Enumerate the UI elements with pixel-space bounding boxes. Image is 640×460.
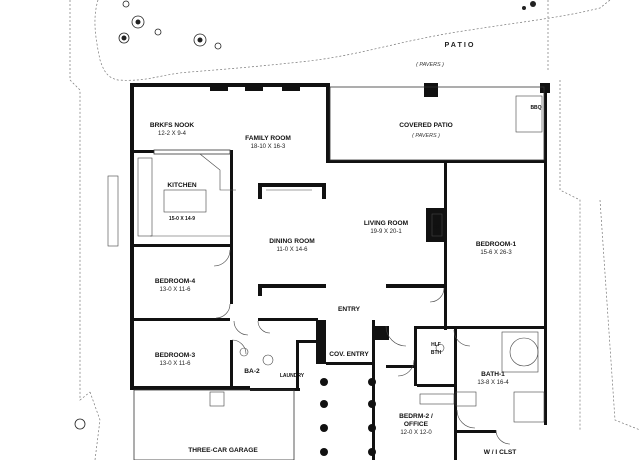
walk-in-closet-label: W / I CLST xyxy=(484,449,517,456)
yard-outline xyxy=(69,0,640,460)
svg-text:DINING ROOM: DINING ROOM xyxy=(269,238,315,245)
svg-text:KITCHEN: KITCHEN xyxy=(167,182,197,189)
svg-text:12-0 X 12-0: 12-0 X 12-0 xyxy=(400,430,432,436)
fireplace-label: FP xyxy=(433,225,440,231)
svg-text:W / I CLST: W / I CLST xyxy=(484,449,517,456)
door-swings xyxy=(213,249,511,445)
svg-text:( PAVERS ): ( PAVERS ) xyxy=(416,62,444,68)
fixtures xyxy=(107,86,545,460)
svg-text:HLF: HLF xyxy=(431,342,441,348)
shrub-icon xyxy=(74,0,222,430)
svg-text:PATIO: PATIO xyxy=(445,40,476,49)
svg-text:OFFICE: OFFICE xyxy=(404,421,429,428)
svg-text:FAMILY ROOM: FAMILY ROOM xyxy=(245,135,291,142)
entry-columns xyxy=(320,378,376,456)
shrub-icon xyxy=(121,1,536,43)
svg-text:BATH-1: BATH-1 xyxy=(481,371,505,378)
svg-text:( PAVERS ): ( PAVERS ) xyxy=(412,133,440,139)
svg-text:BEDROOM-3: BEDROOM-3 xyxy=(155,352,196,359)
half-bath-label: HLF BTH xyxy=(431,342,442,356)
svg-text:15-6 X 26-3: 15-6 X 26-3 xyxy=(480,250,512,256)
svg-text:BEDROOM-4: BEDROOM-4 xyxy=(155,278,196,285)
family-room-label: FAMILY ROOM 18-10 X 16-3 xyxy=(245,135,291,150)
living-room-label: LIVING ROOM 19-9 X 20-1 xyxy=(364,220,409,235)
svg-text:13-0 X 11-6: 13-0 X 11-6 xyxy=(160,361,192,367)
svg-text:COV. ENTRY: COV. ENTRY xyxy=(329,351,369,358)
bedroom-3-label: BEDROOM-3 13-0 X 11-6 xyxy=(155,352,196,367)
bbq-label: BBQ xyxy=(530,105,541,111)
svg-text:18-10 X 16-3: 18-10 X 16-3 xyxy=(251,144,286,150)
svg-text:13-8 X 16-4: 13-8 X 16-4 xyxy=(477,380,509,386)
svg-text:BA-2: BA-2 xyxy=(244,368,260,375)
dining-room-label: DINING ROOM 11-0 X 14-6 xyxy=(269,238,315,253)
bedroom-1-label: BEDROOM-1 15-6 X 26-3 xyxy=(476,241,517,256)
svg-text:BEDROOM-1: BEDROOM-1 xyxy=(476,241,517,248)
covered-patio-label: COVERED PATIO ( PAVERS ) xyxy=(399,122,453,139)
bath-1-label: BATH-1 13-8 X 16-4 xyxy=(477,371,509,386)
svg-text:ENTRY: ENTRY xyxy=(338,306,361,313)
svg-text:12-2 X 9-4: 12-2 X 9-4 xyxy=(158,131,187,137)
bedroom-4-label: BEDROOM-4 13-0 X 11-6 xyxy=(155,278,196,293)
svg-text:15-0 X 14-9: 15-0 X 14-9 xyxy=(169,216,195,222)
svg-text:LAUNDRY: LAUNDRY xyxy=(280,373,305,379)
svg-text:11-0 X 14-6: 11-0 X 14-6 xyxy=(277,247,309,253)
brkfs-nook-label: BRKFS NOOK 12-2 X 9-4 xyxy=(150,122,195,137)
interior-walls xyxy=(134,150,544,460)
garage-label: THREE-CAR GARAGE xyxy=(188,447,258,454)
svg-text:COVERED PATIO: COVERED PATIO xyxy=(399,122,453,129)
bath-2-label: BA-2 xyxy=(244,368,260,375)
svg-text:FP: FP xyxy=(433,225,440,231)
kitchen-label: KITCHEN 15-0 X 14-9 xyxy=(167,182,197,222)
svg-text:13-0 X 11-6: 13-0 X 11-6 xyxy=(160,287,192,293)
covered-entry-label: COV. ENTRY xyxy=(329,351,369,358)
entry-label: ENTRY xyxy=(338,306,361,313)
bedroom-2-office-label: BEDRM-2 / OFFICE 12-0 X 12-0 xyxy=(399,413,433,436)
svg-text:THREE-CAR GARAGE: THREE-CAR GARAGE xyxy=(188,447,258,454)
svg-text:LIVING ROOM: LIVING ROOM xyxy=(364,220,409,227)
svg-text:19-9 X 20-1: 19-9 X 20-1 xyxy=(370,229,402,235)
svg-text:BTH: BTH xyxy=(431,350,442,356)
exterior-walls xyxy=(130,83,550,425)
patio-label: PATIO ( PAVERS ) xyxy=(416,40,476,68)
svg-text:BEDRM-2 /: BEDRM-2 / xyxy=(399,413,433,420)
svg-text:BBQ: BBQ xyxy=(530,105,541,111)
svg-text:BRKFS NOOK: BRKFS NOOK xyxy=(150,122,195,129)
laundry-label: LAUNDRY xyxy=(280,373,305,379)
